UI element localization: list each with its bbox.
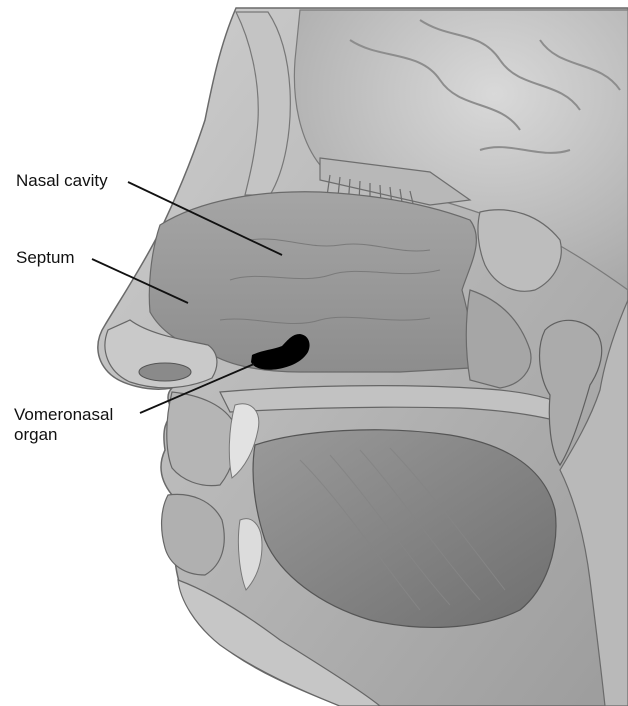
vomeronasal-organ-label: Vomeronasal organ xyxy=(14,405,113,445)
nostril xyxy=(139,363,191,381)
vomeronasal-label-line1: Vomeronasal xyxy=(14,405,113,425)
septum-label: Septum xyxy=(16,248,75,268)
nasal-cavity-label: Nasal cavity xyxy=(16,171,108,191)
vomeronasal-label-line2: organ xyxy=(14,425,113,445)
